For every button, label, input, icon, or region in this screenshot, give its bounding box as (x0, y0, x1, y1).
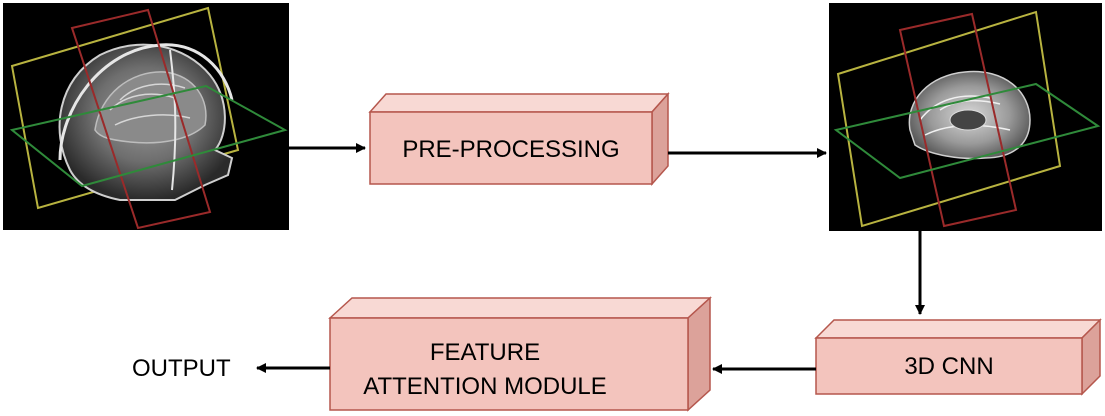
preprocessing-box-top (368, 93, 670, 113)
cnn-label: 3D CNN (904, 353, 993, 380)
output-label: OUTPUT (132, 355, 231, 382)
preprocessing-box-front (369, 111, 653, 185)
attention-box: FEATURE ATTENTION MODULE (328, 296, 712, 412)
attention-box-front (329, 317, 689, 411)
cnn-box-front (815, 337, 1083, 395)
attention-label-line2: ATTENTION MODULE (363, 373, 607, 400)
preprocessed-mri-image (829, 3, 1102, 231)
attention-label-line1: FEATURE (430, 339, 540, 366)
attention-box-side (687, 296, 711, 412)
preprocessing-label: PRE-PROCESSING (402, 136, 619, 163)
cnn-box: 3D CNN (814, 318, 1102, 396)
mri-brain-3d-slices-icon (833, 10, 1101, 228)
cnn-box-top (814, 319, 1102, 339)
attention-box-top (328, 297, 712, 319)
mri-head-3d-slices-icon (9, 6, 288, 230)
preprocessing-box: PRE-PROCESSING (368, 92, 670, 186)
input-mri-image (3, 3, 289, 230)
